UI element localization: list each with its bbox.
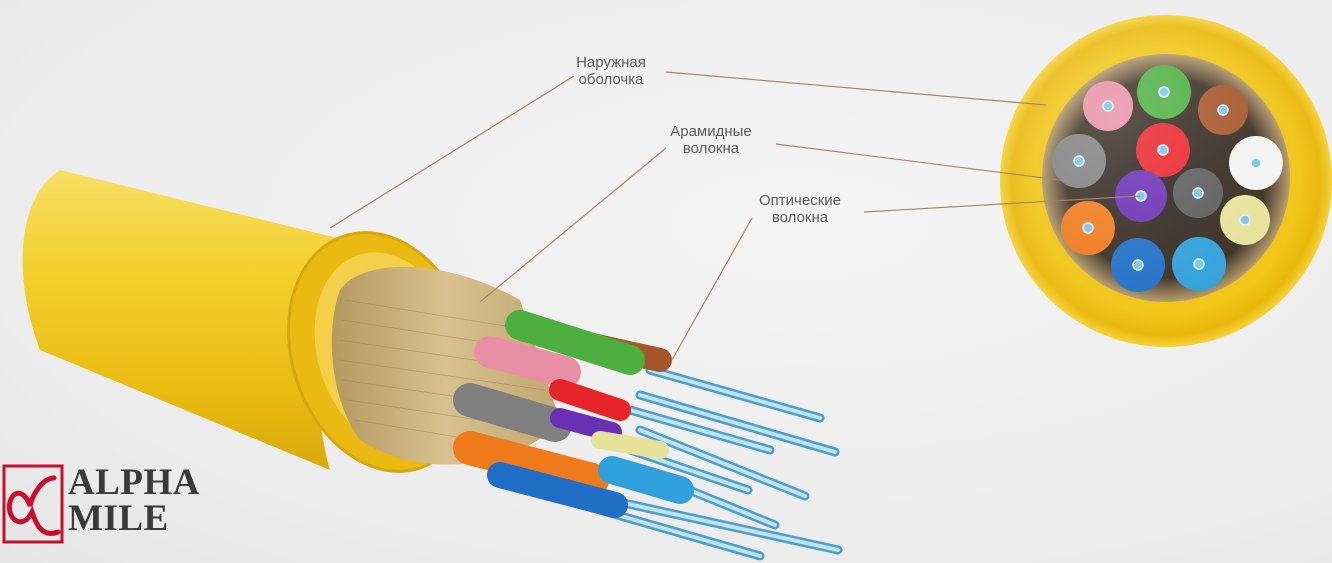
label-aramid-fibers-line2: волокна (646, 140, 776, 157)
label-aramid-fibers-line1: Арамидные (646, 123, 776, 140)
label-optical-fibers-line1: Оптические (735, 192, 865, 209)
label-optical-fibers-line2: волокна (735, 209, 865, 226)
cable-cross-section (1000, 15, 1332, 347)
label-outer-sheath-line2: оболочка (556, 71, 666, 88)
label-outer-sheath: Наружная оболочка (556, 54, 666, 88)
leader-optical-side (672, 218, 752, 360)
label-optical-fibers: Оптические волокна (735, 192, 865, 226)
alpha-symbol-icon (2, 462, 66, 546)
brand-name-line2: MILE (68, 501, 200, 537)
leader-sheath-side (330, 76, 574, 228)
brand-name-line1: ALPHA (68, 465, 200, 501)
brand-name: ALPHA MILE (68, 465, 200, 537)
leader-sheath-section (666, 72, 1046, 105)
label-aramid-fibers: Арамидные волокна (646, 123, 776, 157)
label-outer-sheath-line1: Наружная (556, 54, 666, 71)
leader-aramid-side (480, 148, 666, 302)
brand-logo: ALPHA MILE (2, 462, 217, 547)
